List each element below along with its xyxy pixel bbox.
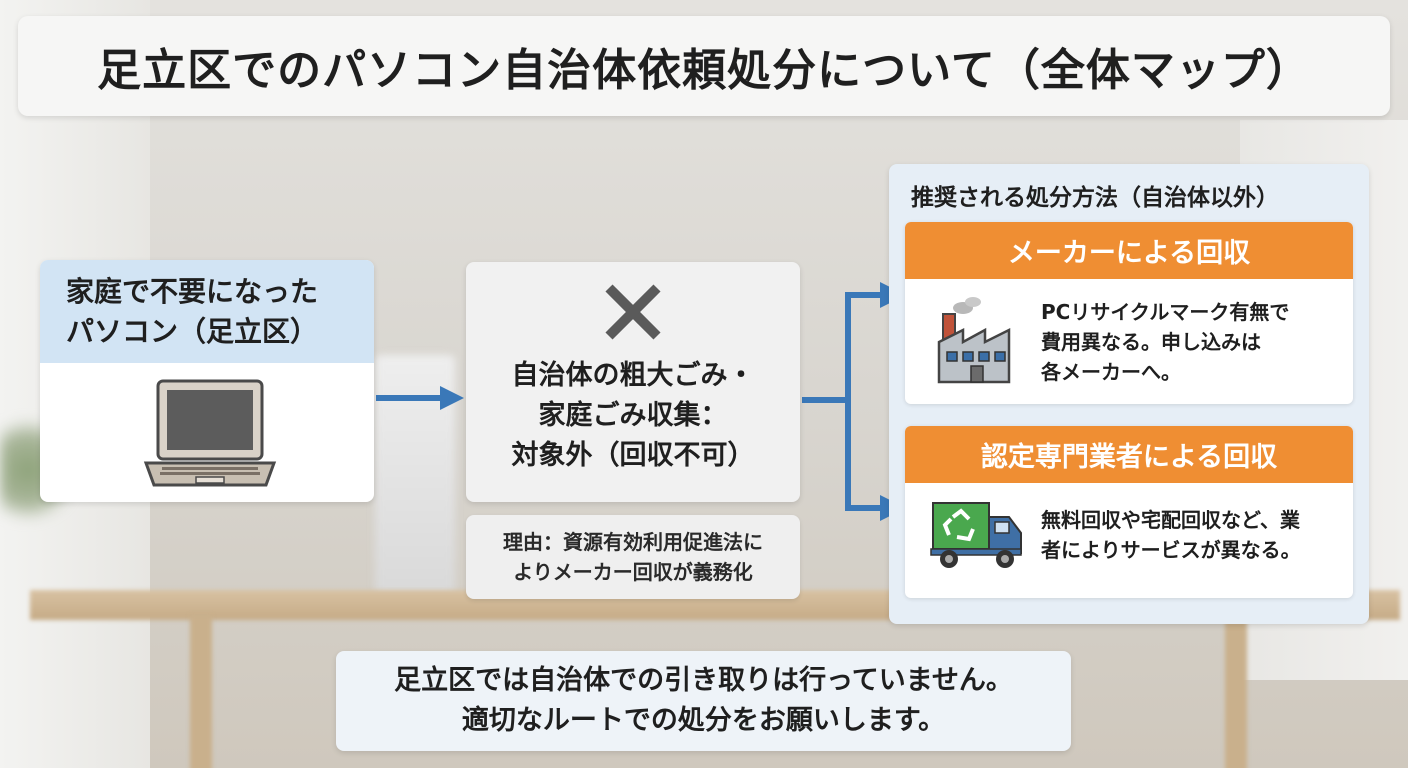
method-line: PCリサイクルマーク有無で — [1041, 300, 1290, 324]
method-line: 無料回収や宅配回収など、業 — [1041, 508, 1300, 532]
page-title: 足立区でのパソコン自治体依頼処分について（全体マップ） — [97, 45, 1311, 96]
background-desk-leg — [1225, 615, 1247, 768]
method-heading: メーカーによる回収 — [1007, 238, 1251, 269]
reason-line: 理由：資源有効利用促進法に — [503, 530, 763, 554]
source-line: パソコン（足立区） — [66, 314, 319, 348]
title-bar: 足立区でのパソコン自治体依頼処分について（全体マップ） — [18, 16, 1390, 116]
method-line: 各メーカーへ。 — [1041, 360, 1181, 384]
recommended-methods-panel: 推奨される処分方法（自治体以外） メーカーによる回収 — [889, 164, 1369, 624]
arrow-center-to-methods — [802, 292, 890, 511]
not-accepted-line: 家庭ごみ収集： — [538, 400, 728, 431]
footer-line: 足立区では自治体での引き取りは行っていません。 — [394, 665, 1013, 696]
method-card-maker: メーカーによる回収 PCリサ — [905, 222, 1353, 404]
method-body: PCリサイクルマーク有無で 費用異なる。申し込みは 各メーカーへ。 — [905, 279, 1353, 404]
method-body: 無料回収や宅配回収など、業 者によりサービスが異なる。 — [905, 483, 1353, 598]
not-accepted-card: 自治体の粗大ごみ・ 家庭ごみ収集： 対象外（回収不可） — [466, 262, 800, 502]
background-desk-leg — [190, 615, 212, 768]
method-description: PCリサイクルマーク有無で 費用異なる。申し込みは 各メーカーへ。 — [1041, 297, 1289, 387]
reason-card: 理由：資源有効利用促進法に よりメーカー回収が義務化 — [466, 515, 800, 599]
method-line: 者によりサービスが異なる。 — [1041, 538, 1301, 562]
cross-icon — [605, 284, 661, 340]
footer-note: 足立区では自治体での引き取りは行っていません。 適切なルートでの処分をお願いしま… — [336, 651, 1071, 751]
method-heading: 認定専門業者による回収 — [980, 442, 1278, 473]
not-accepted-line: 自治体の粗大ごみ・ — [511, 360, 755, 391]
laptop-icon — [140, 375, 280, 495]
method-card-vendor: 認定専門業者による回収 — [905, 426, 1353, 598]
not-accepted-line: 対象外（回収不可） — [511, 440, 755, 471]
source-header: 家庭で不要になった パソコン（足立区） — [40, 260, 374, 363]
reason-line: よりメーカー回収が義務化 — [513, 560, 753, 584]
method-heading-bar: 認定専門業者による回収 — [905, 426, 1353, 483]
source-line: 家庭で不要になった — [66, 274, 319, 308]
method-line: 費用異なる。申し込みは — [1041, 330, 1261, 354]
factory-icon — [929, 294, 1021, 390]
method-heading-bar: メーカーによる回収 — [905, 222, 1353, 279]
method-description: 無料回収や宅配回収など、業 者によりサービスが異なる。 — [1041, 505, 1301, 565]
recommended-title: 推奨される処分方法（自治体以外） — [911, 185, 1279, 211]
source-card: 家庭で不要になった パソコン（足立区） — [40, 260, 374, 502]
footer-line: 適切なルートでの処分をお願いします。 — [461, 705, 946, 736]
not-accepted-text: 自治体の粗大ごみ・ 家庭ごみ収集： 対象外（回収不可） — [512, 356, 755, 476]
recycle-truck-icon — [929, 495, 1025, 579]
